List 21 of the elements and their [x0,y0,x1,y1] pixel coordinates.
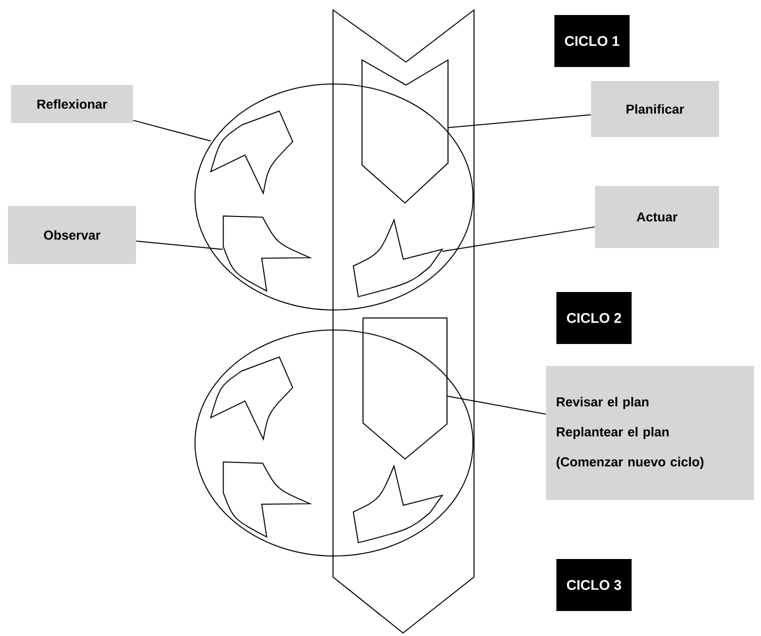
arrow-shape [210,356,294,440]
arrow-shape [222,216,310,292]
cycle-label: CICLO 3 [556,559,632,611]
arrow-shape [362,318,448,460]
cycle-label: CICLO 2 [556,292,632,344]
leader-line [446,396,546,415]
arrow-shape [362,59,448,204]
label-box: Planificar [591,81,719,137]
cycle-label: CICLO 1 [554,15,630,67]
arrow-shape [352,220,443,298]
leader-line [448,114,592,128]
leader-line [132,120,212,142]
arrow-shape [222,462,310,538]
leader-line [136,240,224,250]
label-box: Actuar [595,186,719,248]
label-box: Revisar el plan Replantear el plan (Comenzar nuevo ciclo) [546,366,754,500]
label-box: Reflexionar [11,85,133,123]
label-box: Observar [8,206,136,264]
arrow-shape [352,466,443,544]
arrow-shape [210,110,294,194]
leader-line [442,226,596,252]
